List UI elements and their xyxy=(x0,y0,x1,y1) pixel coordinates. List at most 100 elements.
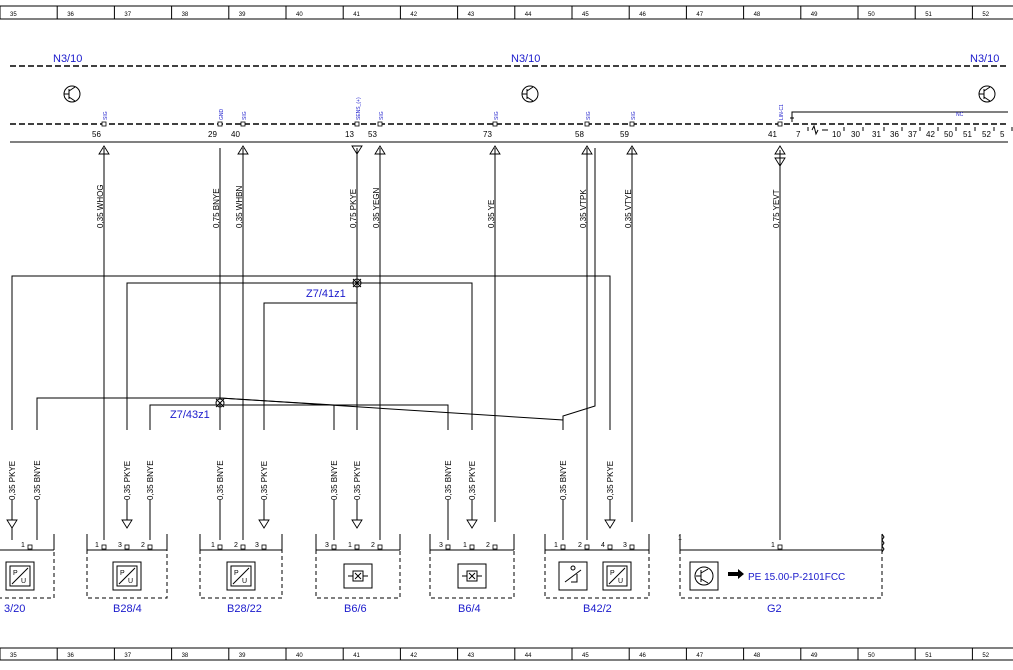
nc-label: NC xyxy=(956,112,964,118)
transistor-icon xyxy=(521,85,539,103)
grid-column-number: 49 xyxy=(811,12,818,18)
splice-z7-41z1-icon xyxy=(352,278,362,288)
component-pin-number: 3 xyxy=(255,542,259,549)
component-pin-number: 2 xyxy=(141,542,145,549)
lower-wire-label: 0,35 BNYE xyxy=(33,460,42,500)
upper-wire: 0,75 PKYE xyxy=(349,145,363,228)
lower-wire-label: 0,35 BNYE xyxy=(216,460,225,500)
lower-wire: 0,35 BNYE xyxy=(558,420,568,500)
upper-wire: 0,75 BNYE xyxy=(212,188,221,228)
grid-column-number: 45 xyxy=(582,12,589,18)
grid-column-number: 52 xyxy=(982,653,989,659)
pressure-sensor-icon: PU xyxy=(112,561,142,591)
component-pin-number: 2 xyxy=(578,542,582,549)
upper-wire: 0,35 WHOG xyxy=(96,145,110,228)
component-name: B28/4 xyxy=(113,603,142,615)
grid-column-number: 39 xyxy=(239,653,246,659)
bus-pin-number: 37 xyxy=(908,130,917,139)
controller-name-center: N3/10 xyxy=(511,53,540,65)
controller-pin-number: 73 xyxy=(483,130,492,139)
controller-pin-signal: SIG xyxy=(586,111,592,120)
lower-wire: 0,35 PKYE xyxy=(6,420,18,529)
component-pin-number: 3 xyxy=(325,542,329,549)
grid-column-number: 43 xyxy=(468,12,475,18)
speed-sensor-icon xyxy=(343,563,373,589)
grid-column-number: 37 xyxy=(124,653,131,659)
grid-column-number: 45 xyxy=(582,653,589,659)
upper-wire: 0,35 VTYE xyxy=(624,145,638,228)
controller-pin-signal: LIN-C1 xyxy=(779,104,785,120)
controller-pin-signal: SIG xyxy=(494,111,500,120)
controller-pin: 41 LIN-C1 xyxy=(768,104,785,139)
bus-pin-number: 50 xyxy=(944,130,953,139)
grid-column-number: 42 xyxy=(410,653,417,659)
controller-name-left: N3/10 xyxy=(53,53,82,65)
harness-routing: Z7/41z1 Z7/43z1 xyxy=(11,148,781,540)
grid-column-number: 50 xyxy=(868,653,875,659)
component-name: G2 xyxy=(767,603,782,615)
upper-wire-label: 0,75 YEVT xyxy=(772,189,781,228)
controller-pin-number: 41 xyxy=(768,130,777,139)
svg-text:P: P xyxy=(120,570,125,577)
hand-pointer-icon[interactable] xyxy=(728,569,744,579)
grid-column-number: 50 xyxy=(868,12,875,18)
controller-pin-signal: SIG xyxy=(379,111,385,120)
controller-pin: 73 SIG xyxy=(483,111,500,139)
lower-wire: 0,35 PKYE xyxy=(351,420,363,529)
transistor-icon xyxy=(63,85,81,103)
lower-wire-bundle: 0,35 PKYE 0,35 BNYE 0,35 PKYE 0,35 BNYE 0,35… xyxy=(6,420,616,529)
component-name: B6/4 xyxy=(458,603,481,615)
component-pin-number: 3 xyxy=(118,542,122,549)
upper-wire: 0,75 YEVT xyxy=(772,145,786,228)
grid-column-number: 42 xyxy=(410,12,417,18)
svg-text:P: P xyxy=(234,570,239,577)
upper-wire-label: 0,35 VTYE xyxy=(624,189,633,228)
pressure-sensor-icon: PU xyxy=(5,561,35,591)
lower-wire: 0,35 PKYE xyxy=(466,420,478,529)
lower-wire-label: 0,35 BNYE xyxy=(559,460,568,500)
grid-column-number: 35 xyxy=(10,12,17,18)
bus-pin-number: 30 xyxy=(851,130,860,139)
lower-wire-label: 0,35 BNYE xyxy=(146,460,155,500)
svg-text:U: U xyxy=(242,578,247,585)
grid-column-number: 44 xyxy=(525,653,532,659)
grid-column-number: 52 xyxy=(982,12,989,18)
controller-pin-signal: SIG xyxy=(103,111,109,120)
component-pin-number: 3 xyxy=(623,542,627,549)
bus-pin-number: 7 xyxy=(796,130,801,139)
upper-wire-label: 0,75 BNYE xyxy=(212,188,221,228)
lower-wire: 0,35 PKYE xyxy=(121,420,133,529)
grid-column-number: 36 xyxy=(67,12,74,18)
grid-column-number: 44 xyxy=(525,12,532,18)
grid-column-number: 36 xyxy=(67,653,74,659)
pressure-sensor-icon: PU xyxy=(226,561,256,591)
lower-wire-label: 0,35 PKYE xyxy=(606,461,615,500)
upper-wire-label: 0,35 YE xyxy=(487,200,496,228)
bus-pin-number: 42 xyxy=(926,130,935,139)
reference-link[interactable]: PE 15.00-P-2101FCC xyxy=(748,572,845,583)
grid-column-number: 48 xyxy=(754,12,761,18)
bus-pin-number: 51 xyxy=(963,130,972,139)
lower-wire-label: 0,35 PKYE xyxy=(8,461,17,500)
component-pin-number: 4 xyxy=(601,542,605,549)
lower-wire-label: 0,35 PKYE xyxy=(468,461,477,500)
grid-column-number: 40 xyxy=(296,653,303,659)
component-name: B42/2 xyxy=(583,603,612,615)
component-pin-number: 1 xyxy=(21,542,25,549)
component-pin-number: 1 xyxy=(211,542,215,549)
lower-wire: 0,35 PKYE xyxy=(604,420,616,529)
upper-wire-label: 0,35 WHBN xyxy=(235,186,244,228)
controller-pin-number: 13 xyxy=(345,130,354,139)
upper-wire: 0,35 YEGN xyxy=(372,145,386,228)
grid-column-number: 39 xyxy=(239,12,246,18)
upper-wire-label: 0,35 YEGN xyxy=(372,187,381,228)
svg-text:P: P xyxy=(13,570,18,577)
grid-column-number: 43 xyxy=(468,653,475,659)
